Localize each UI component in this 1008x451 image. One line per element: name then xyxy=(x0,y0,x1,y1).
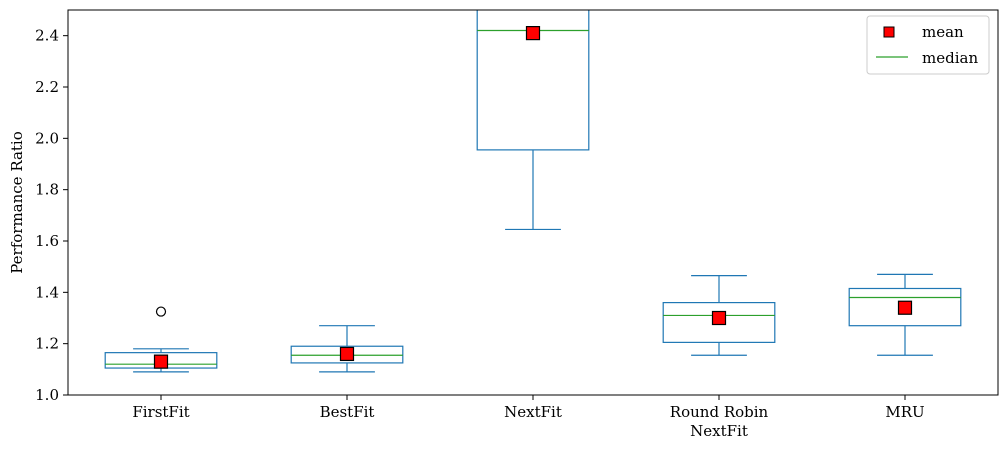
mean-marker xyxy=(525,26,541,41)
mean-marker xyxy=(339,346,355,362)
legend-mean-marker xyxy=(883,26,895,38)
x-tick-label: NextFit xyxy=(690,422,748,440)
legend-mean-label: mean xyxy=(922,23,964,41)
y-tick-label: 2.0 xyxy=(35,129,59,147)
y-tick-label: 2.2 xyxy=(35,78,59,96)
y-tick-label: 1.2 xyxy=(35,335,59,353)
box-0 xyxy=(104,306,218,373)
mean-marker xyxy=(897,300,913,315)
y-tick-label: 1.6 xyxy=(35,232,59,250)
outlier-point xyxy=(155,306,167,317)
y-tick-label: 2.4 xyxy=(35,27,59,45)
legend: mean median xyxy=(866,15,990,75)
y-axis: 1.0 1.2 1.4 1.6 1.8 2.0 2.2 2.4 xyxy=(35,27,68,404)
plot-frame xyxy=(67,9,999,396)
y-tick-label: 1.8 xyxy=(35,181,59,199)
legend-median-label: median xyxy=(922,49,978,67)
mean-marker xyxy=(711,310,727,326)
x-tick-label: BestFit xyxy=(320,403,375,421)
x-tick-label: Round Robin xyxy=(670,403,769,421)
box-2 xyxy=(476,10,590,231)
y-tick-label: 1.0 xyxy=(35,386,59,404)
y-tick-label: 1.4 xyxy=(35,283,59,301)
iqr-box xyxy=(476,10,590,151)
legend-frame xyxy=(866,15,990,75)
iqr-box xyxy=(662,302,776,343)
iqr-box xyxy=(848,287,962,327)
y-axis-label: Performance Ratio xyxy=(8,131,26,274)
x-tick-label: MRU xyxy=(885,403,924,421)
box-3 xyxy=(662,275,776,356)
x-tick-label: FirstFit xyxy=(132,403,189,421)
boxes-layer xyxy=(104,10,962,373)
mean-marker xyxy=(153,354,169,369)
box-1 xyxy=(290,325,404,373)
box-4 xyxy=(848,273,962,356)
iqr-box xyxy=(290,345,404,364)
x-tick-label: NextFit xyxy=(504,403,562,421)
